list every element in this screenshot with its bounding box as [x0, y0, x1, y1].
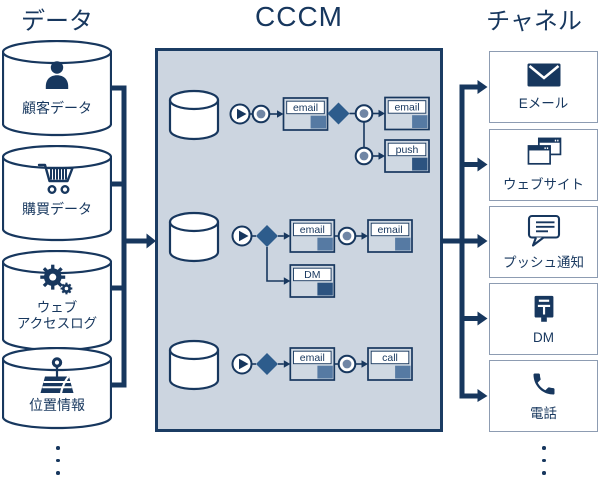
- decision-node: [327, 102, 350, 125]
- postbox-icon: [534, 295, 553, 322]
- push-node-label: push: [396, 144, 419, 156]
- channel-label: Eメール: [518, 96, 569, 111]
- channel-more-ellipsis: [540, 446, 548, 475]
- channel-section-title: チャネル: [486, 8, 582, 35]
- data-section-title: データ: [21, 8, 93, 35]
- decision-node: [256, 225, 278, 247]
- channel-dm: DM: [489, 283, 598, 355]
- email-node: email: [384, 96, 430, 131]
- email-node-label: email: [293, 102, 318, 114]
- map-location-icon: [40, 357, 74, 394]
- cccm-panel: email email: [155, 48, 443, 432]
- browser-windows-icon: [527, 137, 561, 165]
- data-source-weblog: ウェブ アクセスログ: [2, 250, 112, 352]
- email-node: email: [289, 219, 336, 253]
- envelope-icon: [527, 63, 560, 87]
- campaign-workflows: email email: [168, 89, 430, 391]
- email-node: email: [367, 219, 413, 253]
- data-source-customer: 顧客データ: [2, 40, 112, 137]
- speech-bubble-icon: [527, 214, 560, 247]
- push-node: push: [384, 139, 430, 173]
- channel-website: ウェブサイト: [489, 129, 598, 201]
- email-node-label: email: [300, 352, 325, 364]
- email-node-label: email: [300, 224, 325, 236]
- cccm-section-title: CCCM: [255, 1, 343, 32]
- channel-label: DM: [533, 329, 554, 345]
- channel-email: Eメール: [489, 51, 598, 123]
- gears-icon: [40, 264, 73, 295]
- data-more-ellipsis: [54, 446, 62, 475]
- play-icon: [239, 358, 249, 370]
- phone-icon: [533, 373, 554, 395]
- data-source-label: 位置情報: [29, 397, 85, 413]
- data-source-label: 顧客データ: [22, 100, 92, 116]
- data-to-cccm-connector: [110, 85, 156, 388]
- workflow-row-3: email call: [168, 339, 413, 391]
- cccm-to-channel-connector: [441, 80, 488, 402]
- shopping-cart-icon: [37, 163, 74, 195]
- call-node-label: call: [382, 352, 398, 364]
- email-node: email: [289, 347, 336, 381]
- db-cylinder-icon: [168, 100, 220, 141]
- person-icon: [45, 61, 69, 89]
- data-source-location: 位置情報: [2, 347, 112, 430]
- email-node-label: email: [377, 224, 402, 236]
- email-node-label: email: [394, 102, 419, 114]
- email-node: email: [282, 97, 329, 131]
- db-cylinder-icon: [168, 350, 220, 391]
- play-icon: [239, 230, 249, 242]
- call-node: call: [367, 347, 413, 381]
- decision-node: [256, 353, 278, 375]
- workflow-row-1: email email: [168, 89, 430, 173]
- channel-push: プッシュ通知: [489, 206, 598, 278]
- data-source-label: ウェブ アクセスログ: [16, 300, 98, 331]
- data-source-label: 購買データ: [22, 201, 92, 217]
- workflow-row-2: email email DM: [168, 211, 413, 298]
- channel-label: ウェブサイト: [503, 177, 584, 192]
- data-source-purchase: 購買データ: [2, 145, 112, 242]
- channel-phone: 電話: [489, 360, 598, 432]
- cylinder-shape: [2, 40, 112, 137]
- dm-node-label: DM: [304, 269, 320, 281]
- channel-label: 電話: [530, 406, 557, 421]
- db-cylinder-icon: [168, 222, 220, 263]
- dm-node: DM: [289, 264, 336, 298]
- cylinder-shape: [2, 250, 112, 352]
- play-icon: [237, 108, 247, 120]
- channel-label: プッシュ通知: [503, 255, 584, 270]
